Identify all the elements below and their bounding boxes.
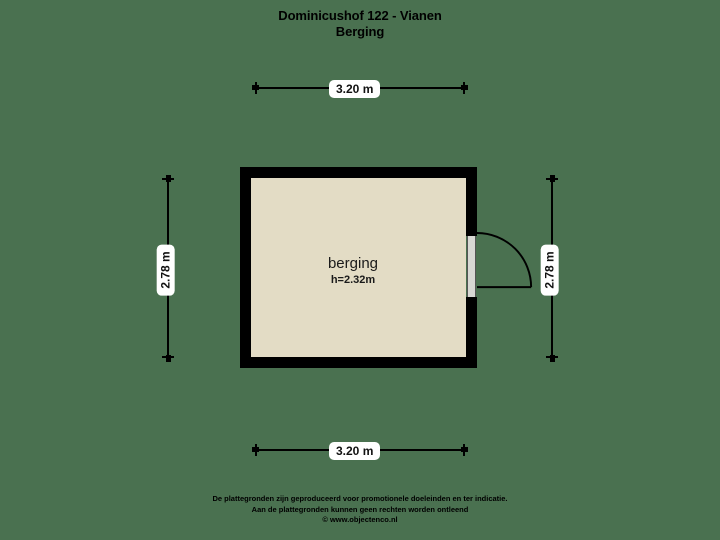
title-address: Dominicushof 122 - Vianen xyxy=(278,8,442,23)
room-height-text: h=2.32m xyxy=(330,274,376,286)
dimension-top-label: 3.20 m xyxy=(329,80,381,98)
footer-copyright: © www.objectenco.nl xyxy=(322,515,398,524)
dimension-right-cap-bottom xyxy=(546,356,558,358)
door-jamb-bottom xyxy=(466,297,477,300)
room-label: berging h=2.32m xyxy=(240,255,466,287)
room-berging: berging h=2.32m xyxy=(240,167,477,368)
dimension-left-label: 2.78 m xyxy=(156,244,175,296)
page-title: Dominicushof 122 - Vianen Berging xyxy=(0,8,720,40)
title-subtitle: Berging xyxy=(335,24,385,39)
dimension-bottom-cap-right xyxy=(463,444,465,456)
wall-south xyxy=(240,357,477,368)
footer-line-1: De plattegronden zijn geproduceerd voor … xyxy=(212,494,508,503)
dimension-right-cap-top xyxy=(546,178,558,180)
door-jamb-top xyxy=(466,233,477,236)
door-panel xyxy=(467,233,476,300)
wall-east-lower xyxy=(466,300,477,368)
dimension-left-cap-top xyxy=(162,178,174,180)
dimension-left-cap-bottom xyxy=(162,356,174,358)
room-floor-fill xyxy=(251,178,466,357)
door-swing-arc xyxy=(476,232,533,289)
wall-east-upper xyxy=(466,167,477,233)
dimension-top-cap-left xyxy=(255,82,257,94)
dimension-right-label: 2.78 m xyxy=(540,244,559,296)
door-opening xyxy=(466,233,477,300)
dimension-right-tick-bottom xyxy=(550,355,555,362)
dimension-left-tick-bottom xyxy=(166,355,171,362)
wall-north xyxy=(240,167,477,178)
dimension-top-cap-right xyxy=(463,82,465,94)
wall-west xyxy=(240,167,251,368)
footer-disclaimer: De plattegronden zijn geproduceerd voor … xyxy=(0,494,720,526)
dimension-bottom-label: 3.20 m xyxy=(329,442,381,460)
dimension-bottom-cap-left xyxy=(255,444,257,456)
footer-line-2: Aan de plattegronden kunnen geen rechten… xyxy=(251,504,469,514)
room-name-text: berging xyxy=(327,255,379,272)
